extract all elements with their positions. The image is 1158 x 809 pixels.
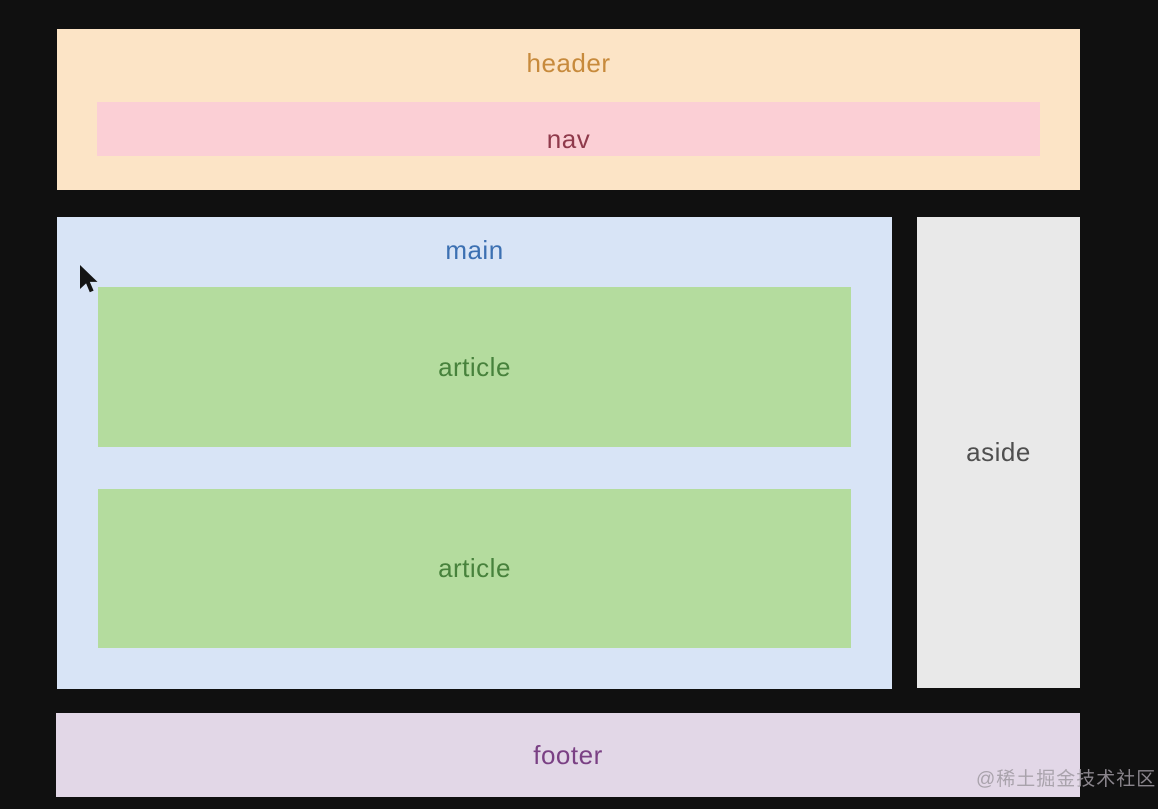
header-block: header nav (57, 29, 1080, 190)
aside-label: aside (966, 437, 1031, 468)
nav-block: nav (97, 102, 1040, 156)
main-label: main (445, 235, 504, 265)
article-label: article (438, 351, 511, 382)
article-label: article (438, 553, 511, 584)
footer-label: footer (533, 739, 603, 770)
header-label: header (526, 48, 611, 78)
main-block: main article article (57, 217, 892, 689)
footer-block: footer (56, 713, 1080, 797)
article-block-1: article (98, 287, 851, 447)
watermark-text: @稀土掘金技术社区 (976, 769, 1157, 790)
article-block-2: article (98, 489, 851, 648)
nav-label: nav (546, 123, 591, 154)
aside-block: aside (917, 217, 1080, 688)
